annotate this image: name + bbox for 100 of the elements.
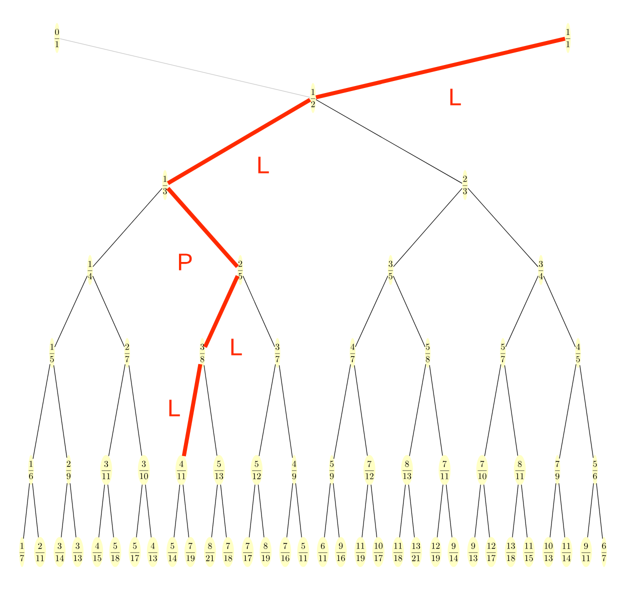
- edge-label: L: [231, 338, 242, 356]
- fraction-node: $\frac{12}{17}$: [485, 536, 498, 567]
- fraction-node: $\frac{7}{17}$: [242, 536, 254, 567]
- fraction-node: $\frac{5}{7}$: [500, 338, 506, 368]
- fraction-node: $\frac{8}{13}$: [401, 454, 413, 485]
- fraction-node: $\frac{11}{18}$: [392, 536, 404, 567]
- fraction-node: $\frac{7}{16}$: [279, 536, 292, 567]
- fraction-node: $\frac{5}{18}$: [109, 536, 122, 567]
- fraction-node: $\frac{1}{7}$: [19, 536, 25, 567]
- edge-label: L: [169, 400, 180, 416]
- fraction-node: $\frac{1}{2}$: [310, 83, 316, 113]
- fraction-node: $\frac{1}{3}$: [162, 170, 168, 200]
- fraction-node: $\frac{3}{4}$: [538, 255, 544, 285]
- fraction-node: $\frac{1}{4}$: [87, 255, 93, 285]
- tree-edge: [558, 483, 566, 538]
- fraction-node: $\frac{9}{14}$: [448, 536, 460, 567]
- fraction-node: $\frac{12}{19}$: [430, 536, 442, 567]
- tree-edge: [521, 484, 528, 538]
- tree-edge: [248, 484, 256, 538]
- tree-edge: [334, 364, 351, 460]
- tree-edge: [32, 364, 50, 460]
- fraction-node: $\frac{4}{9}$: [291, 454, 297, 485]
- tree-edge: [355, 276, 388, 348]
- fraction-node: $\frac{9}{11}$: [580, 536, 592, 567]
- fraction-node: $\frac{11}{14}$: [560, 536, 572, 567]
- tree-edge: [295, 482, 302, 538]
- tree-edge: [550, 483, 556, 538]
- fraction-node: $\frac{5}{14}$: [166, 536, 178, 567]
- fraction-node: $\frac{5}{11}$: [297, 536, 310, 567]
- fraction-node: $\frac{4}{15}$: [91, 536, 104, 567]
- fraction-node: $\frac{11}{19}$: [354, 536, 366, 567]
- tree-edge: [543, 276, 576, 348]
- tree-edge: [580, 364, 594, 458]
- tree-edge: [108, 484, 114, 538]
- tree-edge: [316, 99, 462, 184]
- tree-edge: [587, 482, 594, 538]
- tree-edge: [409, 364, 426, 456]
- fraction-node: $\frac{8}{21}$: [204, 536, 216, 567]
- tree-edge: [211, 484, 218, 538]
- fraction-node: $\frac{3}{5}$: [388, 255, 394, 285]
- tree-edge: [92, 276, 125, 348]
- tree-edge: [286, 482, 294, 538]
- tree-edge: [559, 364, 576, 459]
- tree-edge: [429, 364, 443, 456]
- tree-edge: [512, 484, 518, 538]
- tree-edge: [332, 482, 340, 538]
- tree-edge: [23, 482, 30, 539]
- tree-edge: [468, 188, 538, 268]
- fraction-node: $\frac{13}{18}$: [504, 536, 517, 567]
- fraction-node: $\frac{2}{11}$: [34, 536, 46, 567]
- fraction-node: $\frac{1}{6}$: [28, 454, 34, 485]
- tree-edge: [60, 482, 68, 538]
- fraction-node: $\frac{7}{9}$: [554, 454, 560, 485]
- fraction-node: $\frac{5}{17}$: [128, 536, 141, 567]
- fraction-node: $\frac{4}{11}$: [175, 454, 188, 485]
- tree-edge: [182, 364, 202, 456]
- fraction-node: $\frac{7}{19}$: [184, 536, 196, 567]
- fraction-node: $\frac{4}{13}$: [146, 536, 159, 567]
- tree-edge: [53, 364, 68, 458]
- tree-edge: [166, 98, 312, 185]
- fraction-node: $\frac{8}{11}$: [514, 454, 526, 485]
- tree-edge: [220, 484, 227, 538]
- tree-edge: [60, 38, 310, 98]
- tree-edge: [399, 484, 406, 538]
- tree-edge: [316, 36, 566, 100]
- fraction-node: $\frac{7}{18}$: [222, 536, 234, 567]
- fraction-node: $\frac{10}{13}$: [542, 536, 554, 567]
- fraction-node: $\frac{6}{7}$: [601, 536, 607, 567]
- fraction-node: $\frac{4}{5}$: [575, 338, 581, 368]
- fraction-node: $\frac{3}{7}$: [274, 338, 280, 368]
- tree-edge: [408, 484, 415, 538]
- fraction-node: $\frac{5}{9}$: [329, 454, 335, 485]
- tree-edge: [436, 484, 444, 538]
- fraction-node: $\frac{2}{3}$: [462, 170, 468, 200]
- tree-edge: [354, 365, 368, 456]
- tree-edge: [258, 364, 276, 456]
- tree-edge: [446, 484, 452, 538]
- tree-edge: [393, 188, 462, 267]
- fraction-node: $\frac{5}{6}$: [592, 454, 598, 485]
- fraction-node: $\frac{7}{12}$: [363, 454, 376, 485]
- tree-edge: [128, 365, 142, 456]
- tree-edge: [136, 484, 142, 538]
- tree-edge: [258, 484, 264, 538]
- fraction-node: $\frac{11}{15}$: [522, 536, 535, 567]
- fraction-node: $\frac{1}{5}$: [49, 338, 55, 368]
- fraction-node: $\frac{3}{13}$: [72, 536, 84, 567]
- fraction-node: $\frac{7}{11}$: [438, 454, 451, 485]
- tree-edge: [242, 276, 275, 348]
- fraction-node: $\frac{5}{12}$: [250, 454, 263, 485]
- fraction-node: $\frac{13}{21}$: [410, 536, 422, 567]
- fraction-node: $\frac{6}{11}$: [316, 536, 329, 567]
- edge-label: L: [450, 88, 461, 106]
- tree-edge: [278, 365, 293, 458]
- tree-edge: [484, 364, 502, 456]
- edge-label: P: [178, 254, 192, 270]
- tree-edge: [174, 484, 180, 538]
- tree-edge: [370, 484, 378, 538]
- tree-edge: [484, 484, 490, 538]
- fraction-node: $\frac{5}{13}$: [213, 454, 225, 485]
- fraction-node: $\frac{3}{10}$: [138, 454, 150, 485]
